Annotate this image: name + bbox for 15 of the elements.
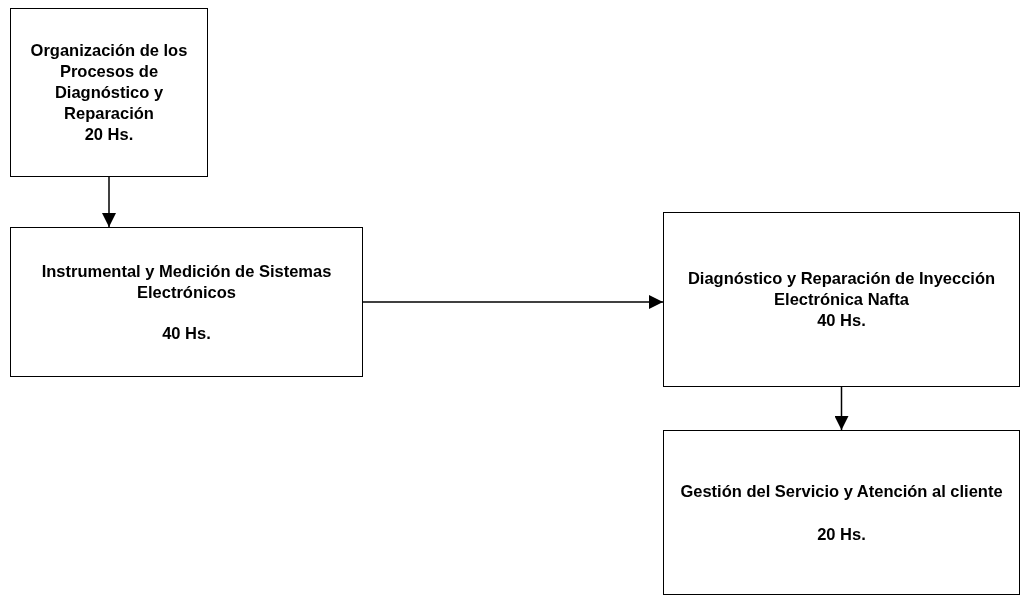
process-box xyxy=(663,430,1020,595)
course-title: Instrumental y Medición de Sistemas Electrónicos xyxy=(40,260,333,303)
course-title: Diagnóstico y Reparación de Inyección Electrónica Nafta xyxy=(686,268,997,310)
process-box xyxy=(10,8,208,177)
course-title: Gestión del Servicio y Atención al cliente xyxy=(680,480,1003,502)
course-title: Organización de los Procesos de Diagnóstico y Reparación xyxy=(29,40,189,124)
course-hours: 20 Hs. xyxy=(84,124,134,145)
process-box xyxy=(10,227,363,377)
arrow xyxy=(362,295,664,309)
course-hours: 20 Hs. xyxy=(817,523,866,545)
arrow xyxy=(102,176,116,228)
course-hours: 40 Hs. xyxy=(817,310,866,331)
course-hours: 40 Hs. xyxy=(162,322,211,344)
process-box xyxy=(663,212,1020,387)
arrow xyxy=(834,386,849,431)
